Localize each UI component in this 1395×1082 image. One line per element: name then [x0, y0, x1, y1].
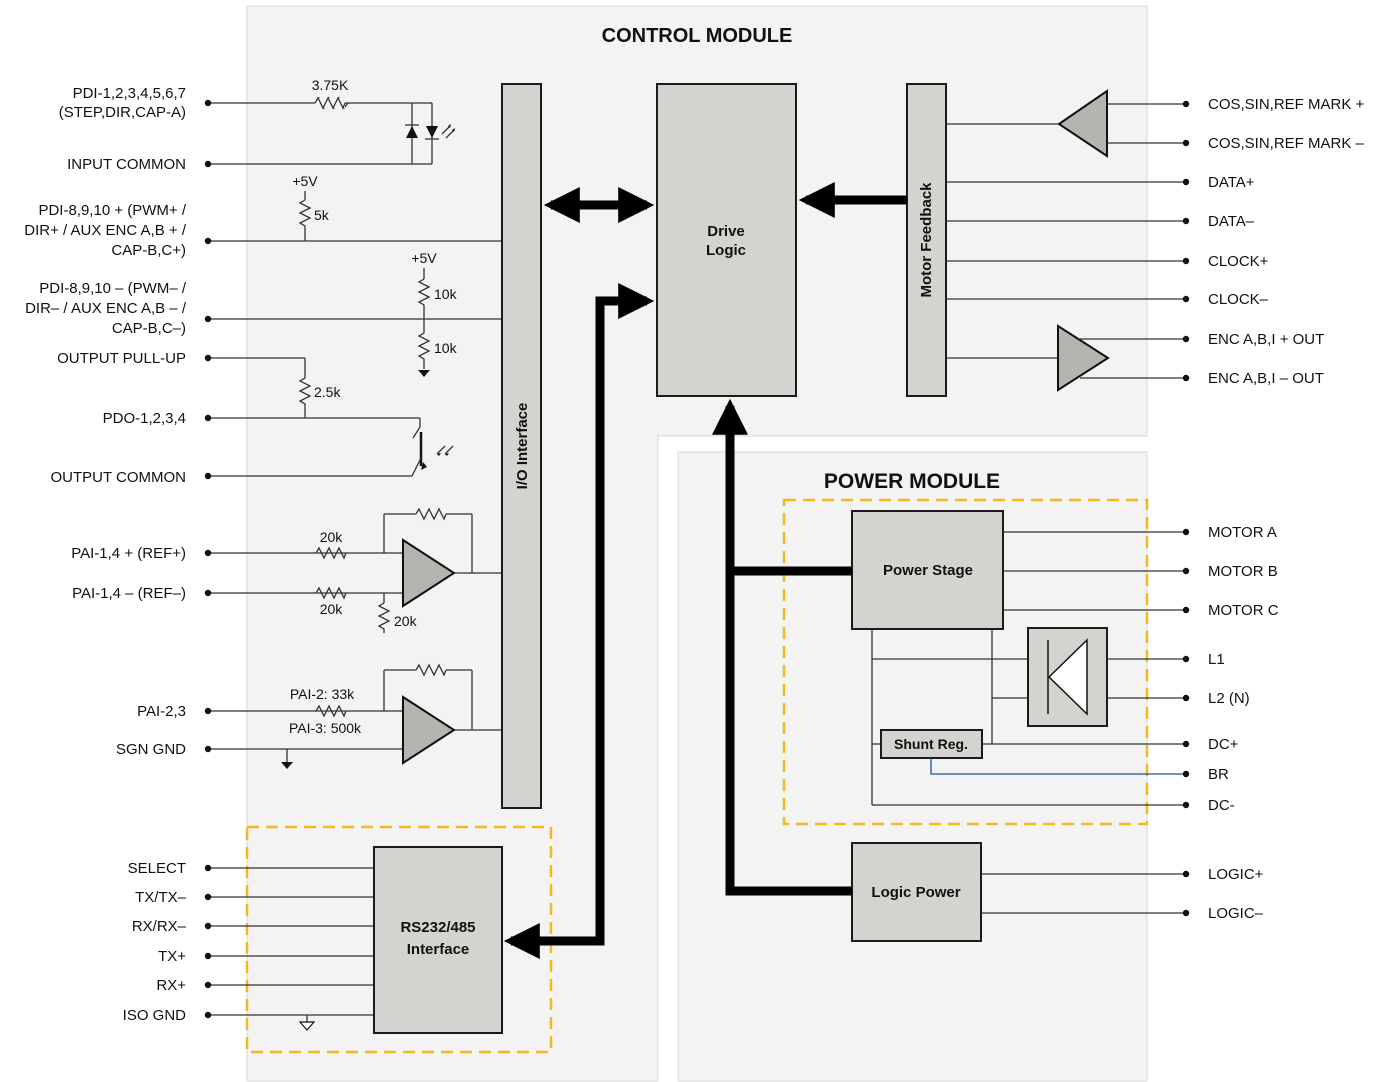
label-pdi8p-2: DIR+ / AUX ENC A,B + / — [24, 222, 187, 239]
label-logic-plus: LOGIC+ — [1208, 866, 1264, 883]
iso-ground-icon — [298, 1021, 316, 1031]
br-wire — [930, 758, 1186, 775]
diode-icon — [406, 126, 418, 138]
label-pdo: PDO-1,2,3,4 — [103, 410, 186, 427]
op-amp-pai23 — [402, 695, 456, 765]
label-pdi8p-1: PDI-8,9,10 + (PWM+ / — [38, 202, 186, 219]
shunt-reg-label: Shunt Reg. — [894, 736, 968, 752]
label-pdi1-2: (STEP,DIR,CAP-A) — [59, 104, 186, 121]
label-br: BR — [1208, 766, 1229, 783]
label-clock-minus: CLOCK– — [1208, 291, 1269, 308]
shunt-reg-block — [880, 729, 983, 759]
power-stage-label: Power Stage — [883, 562, 973, 579]
label-logic-minus: LOGIC– — [1208, 905, 1264, 922]
label-sgn-gnd: SGN GND — [116, 741, 186, 758]
left-terminal-dots — [204, 99, 212, 1019]
motor-feedback-block — [906, 83, 947, 397]
label-cos-minus: COS,SIN,REF MARK – — [1208, 135, 1365, 152]
label-rx-minus: RX/RX– — [132, 918, 187, 935]
rs232-485-label-2: Interface — [407, 941, 470, 958]
right-signal-labels: COS,SIN,REF MARK + COS,SIN,REF MARK – DA… — [1208, 96, 1365, 922]
power-section-dashed-border — [782, 498, 1149, 826]
resistor-20k-plus — [315, 546, 347, 560]
resistor-pai23 — [315, 704, 347, 718]
drive-logic-label-2: Logic — [706, 242, 746, 259]
rs232-485-label-1: RS232/485 — [400, 919, 475, 936]
label-pdi8m-3: CAP-B,C–) — [112, 320, 186, 337]
label-iso-gnd: ISO GND — [123, 1007, 187, 1024]
label-cos-plus: COS,SIN,REF MARK + — [1208, 96, 1365, 113]
encoder-output-amp — [1057, 324, 1110, 392]
value-3-75k: 3.75K — [312, 77, 349, 93]
value-20k-b: 20k — [320, 601, 344, 617]
drive-logic-block — [656, 83, 797, 397]
label-rx-plus: RX+ — [156, 977, 186, 994]
label-pai14m: PAI-1,4 – (REF–) — [72, 585, 186, 602]
label-pdi8m-1: PDI-8,9,10 – (PWM– / — [39, 280, 187, 297]
value-10k-a: 10k — [434, 286, 458, 302]
component-values: 3.75K +5V 5k +5V 10k 10k 2.5k 20k 20k 20… — [289, 77, 458, 736]
label-enc-minus: ENC A,B,I – OUT — [1208, 370, 1324, 387]
value-20k-c: 20k — [394, 613, 418, 629]
label-data-plus: DATA+ — [1208, 174, 1255, 191]
rs-drive-bus — [503, 283, 655, 959]
drive-logic-label-1: Drive — [707, 223, 745, 240]
comm-section-dashed-border — [245, 825, 553, 1054]
op-amp-ref — [402, 538, 456, 608]
motor-feedback-label: Motor Feedback — [918, 182, 935, 298]
label-output-common: OUTPUT COMMON — [50, 469, 186, 486]
value-pai3: PAI-3: 500k — [289, 720, 362, 736]
power-stage-block — [851, 510, 1004, 630]
rectifier-diode-icon — [1047, 638, 1088, 716]
resistor-10k-bottom — [417, 319, 431, 369]
label-select: SELECT — [128, 860, 186, 877]
label-pdi1-1: PDI-1,2,3,4,5,6,7 — [73, 85, 186, 102]
label-enc-plus: ENC A,B,I + OUT — [1208, 331, 1324, 348]
label-clock-plus: CLOCK+ — [1208, 253, 1269, 270]
label-pai14p: PAI-1,4 + (REF+) — [71, 545, 186, 562]
resistor-3-75k — [314, 96, 346, 110]
value-plus5v-a: +5V — [292, 173, 318, 189]
rectifier-block — [1027, 627, 1108, 727]
label-input-common: INPUT COMMON — [67, 156, 186, 173]
label-l2: L2 (N) — [1208, 690, 1250, 707]
value-2-5k: 2.5k — [314, 384, 341, 400]
led-icon — [426, 126, 438, 138]
label-dc-minus: DC- — [1208, 797, 1235, 814]
value-20k-a: 20k — [320, 529, 344, 545]
label-tx-minus: TX/TX– — [135, 889, 187, 906]
label-data-minus: DATA– — [1208, 213, 1255, 230]
value-10k-b: 10k — [434, 340, 458, 356]
label-tx-plus: TX+ — [158, 948, 186, 965]
control-module-title: CONTROL MODULE — [602, 25, 793, 47]
label-pdi8m-2: DIR– / AUX ENC A,B – / — [25, 300, 187, 317]
power-module-title: POWER MODULE — [824, 470, 1000, 493]
label-l1: L1 — [1208, 651, 1225, 668]
logic-power-block — [851, 842, 982, 942]
label-motor-b: MOTOR B — [1208, 563, 1278, 580]
label-dc-plus: DC+ — [1208, 736, 1239, 753]
resistor-20k-shunt — [377, 602, 391, 633]
label-motor-a: MOTOR A — [1208, 524, 1277, 541]
ground-icon — [418, 370, 430, 377]
resistor-10k-top — [417, 278, 431, 319]
value-plus5v-b: +5V — [411, 250, 437, 266]
resistor-20k-minus — [315, 586, 347, 600]
value-5k: 5k — [314, 207, 330, 223]
label-motor-c: MOTOR C — [1208, 602, 1279, 619]
sgn-ground-icon — [281, 762, 293, 769]
label-pai23: PAI-2,3 — [137, 703, 186, 720]
feedback-receiver-amp — [1057, 89, 1108, 158]
resistor-5k — [298, 199, 312, 241]
left-signal-labels: PDI-1,2,3,4,5,6,7 (STEP,DIR,CAP-A) INPUT… — [24, 85, 187, 1024]
right-terminal-dots — [1182, 100, 1190, 917]
value-pai2: PAI-2: 33k — [290, 686, 355, 702]
io-interface-label: I/O Interface — [514, 403, 531, 490]
label-pdi8p-3: CAP-B,C+) — [111, 242, 186, 259]
logic-power-label: Logic Power — [871, 884, 960, 901]
label-output-pullup: OUTPUT PULL-UP — [57, 350, 186, 367]
rs232-485-block — [373, 846, 503, 1034]
